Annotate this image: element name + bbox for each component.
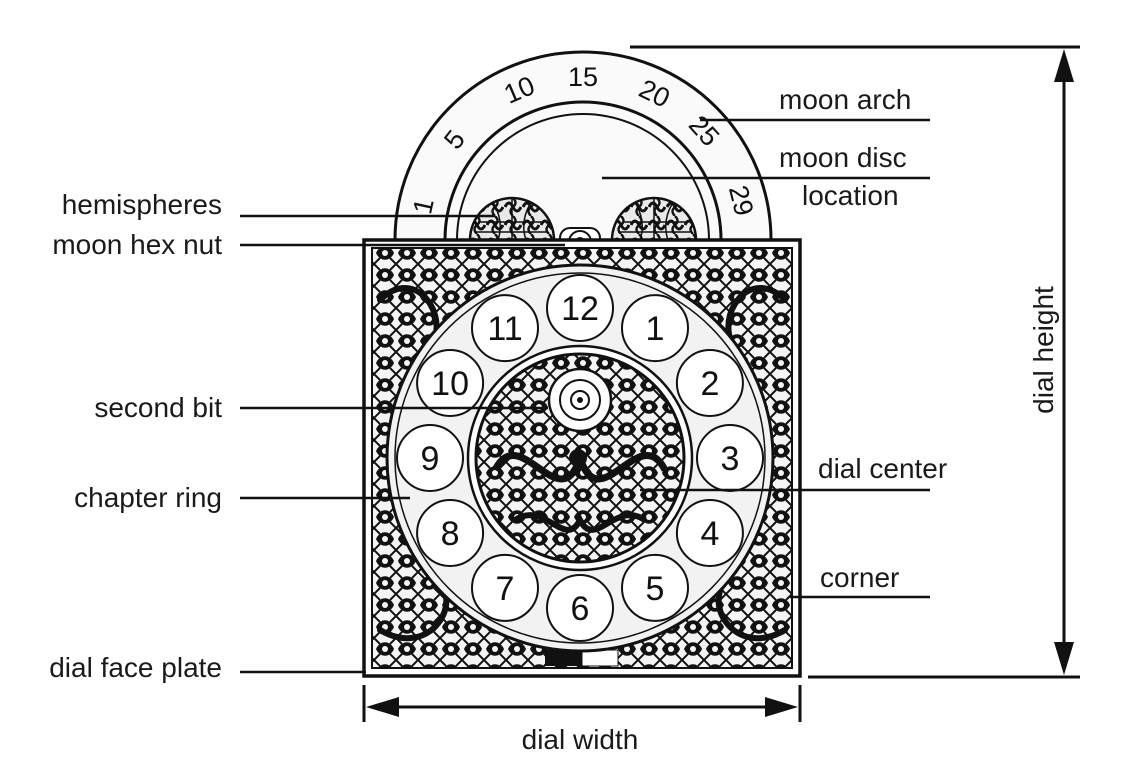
hour-numeral-2: 2 — [675, 349, 744, 417]
corner-spandrel-ornaments — [377, 284, 788, 642]
label-moon-arch: moon arch — [779, 84, 911, 115]
hour-numeral-4: 4 — [675, 499, 744, 567]
hour-numeral-5: 5 — [621, 553, 689, 622]
label-hemispheres: hemispheres — [62, 189, 222, 220]
hour-numeral-text: 2 — [700, 365, 719, 403]
moon-day-number-15: 15 — [568, 62, 598, 92]
leader-lines — [240, 118, 930, 674]
hour-numeral-text: 10 — [431, 365, 469, 403]
hour-numeral-9: 9 — [396, 424, 464, 492]
hour-numeral-circle — [675, 499, 744, 567]
hour-numeral-circle — [471, 294, 539, 363]
label-dial-height: dial height — [1028, 286, 1059, 414]
hour-numeral-circle — [621, 294, 689, 363]
dial-width-dimension — [362, 685, 802, 722]
label-moon-disc: moon disc — [779, 142, 907, 173]
hour-numeral-text: 8 — [441, 515, 460, 553]
label-corner: corner — [820, 562, 899, 593]
hour-numeral-circle — [546, 274, 614, 342]
moon-arch — [393, 50, 773, 242]
hour-numeral-11: 11 — [471, 294, 539, 363]
hour-numeral-text: 11 — [487, 310, 522, 348]
hour-numeral-text: 5 — [646, 570, 665, 608]
hour-numeral-8: 8 — [416, 499, 485, 567]
hour-numeral-text: 12 — [561, 290, 599, 328]
hour-numeral-circle — [546, 574, 614, 642]
dial-center — [474, 352, 686, 564]
hour-numeral-text: 4 — [700, 515, 719, 553]
dial-height-dimension — [630, 45, 1080, 679]
label-dial-face-plate: dial face plate — [49, 652, 222, 683]
hour-numeral-10: 10 — [416, 349, 485, 417]
hemisphere-left — [468, 196, 556, 242]
hour-numeral-circle — [675, 349, 744, 417]
hour-numeral-12: 12 — [546, 274, 614, 342]
hour-numeral-circle — [471, 553, 539, 622]
hour-numeral-3: 3 — [696, 424, 764, 492]
label-second-bit: second bit — [94, 392, 222, 423]
hour-numeral-7: 7 — [471, 553, 539, 622]
hemisphere-right — [610, 196, 698, 242]
label-moon-disc-location: location — [802, 180, 899, 211]
second-bit — [547, 367, 613, 433]
hour-numeral-1: 1 — [621, 294, 689, 363]
hour-numeral-text: 9 — [421, 440, 440, 478]
label-dial-width: dial width — [522, 724, 639, 755]
label-dial-center: dial center — [818, 453, 947, 484]
hour-numeral-circle — [396, 424, 464, 492]
hour-numeral-circle — [416, 499, 485, 567]
moon-day-number-1: 1 — [407, 196, 439, 217]
hour-numeral-6: 6 — [546, 574, 614, 642]
hour-numeral-circle — [416, 349, 485, 417]
hour-numeral-text: 3 — [721, 440, 740, 478]
hour-numeral-text: 1 — [646, 310, 665, 348]
hour-numeral-circle — [621, 553, 689, 622]
label-chapter-ring: chapter ring — [74, 482, 222, 513]
moon-day-number-29: 29 — [723, 182, 759, 218]
hour-numeral-text: 7 — [496, 570, 515, 608]
label-moon-hex-nut: moon hex nut — [52, 229, 222, 260]
hour-numeral-text: 6 — [571, 590, 590, 628]
